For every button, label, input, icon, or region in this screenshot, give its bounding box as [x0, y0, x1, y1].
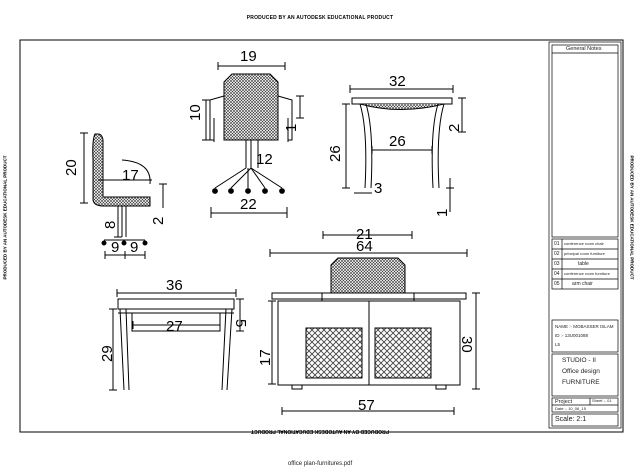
dimension-labels: 19 10 1 12 22 20 17 8 2 9 9 32 26 26 2 3…	[63, 48, 475, 414]
dim-conf-top: 64	[356, 238, 373, 255]
office-design-label: Office design	[562, 368, 600, 375]
dim-side-chair-height: 20	[63, 159, 80, 176]
legend-num-3: 03	[554, 261, 560, 267]
student-name: NAME :- MOBASSER ISLAM	[555, 324, 614, 329]
legend-text-3: table	[578, 261, 589, 267]
dim-side-chair-base-right: 9	[130, 239, 138, 256]
dim-side-chair-leg: 8	[102, 221, 119, 229]
legend-num-4: 04	[554, 271, 560, 277]
dim-table-foot: 3	[374, 180, 382, 197]
legend-num-2: 02	[554, 251, 560, 257]
dim-conf-height: 30	[458, 336, 475, 353]
watermark-top: PRODUCED BY AN AUTODESK EDUCATIONAL PROD…	[246, 15, 394, 21]
dim-side-chair-seat: 17	[122, 167, 139, 184]
dim-table-height: 26	[327, 145, 344, 162]
file-caption: office plan-furnitures.pdf	[287, 461, 353, 467]
dim-desk-drawer: 27	[166, 318, 183, 335]
general-notes-title: General Notes	[566, 46, 602, 52]
legend-text-2: principal room furniture	[564, 251, 605, 256]
dim-conf-base: 57	[358, 397, 375, 414]
title-block	[548, 41, 622, 429]
desk-drawing	[109, 289, 244, 391]
arm-chair-drawing	[202, 62, 304, 218]
side-chair-drawing	[80, 132, 167, 259]
legend-text-5: arm chair	[572, 281, 593, 287]
furniture-label: FURNITURE	[562, 379, 600, 386]
date-label: Date :- 10_06_15	[555, 406, 586, 411]
dim-desk-thick: 5	[232, 319, 249, 327]
dim-desk-width: 36	[166, 277, 183, 294]
dim-table-foot-h: 1	[434, 209, 451, 217]
dim-side-chair-base-left: 9	[111, 239, 119, 256]
legend-text-1: conference room chair	[564, 241, 604, 246]
dim-arm-chair-stem: 12	[256, 151, 273, 168]
sheet-label: Sheet :- 01	[592, 398, 612, 403]
conference-furniture-drawing	[268, 231, 480, 415]
dim-desk-height: 29	[99, 345, 116, 362]
dim-arm-chair-base: 22	[240, 196, 257, 213]
sheet-border	[19, 39, 624, 433]
project-label: Project	[555, 399, 573, 405]
studio-label: STUDIO - II	[562, 357, 596, 364]
dim-arm-chair-width: 19	[240, 48, 257, 65]
dim-conf-panel: 17	[257, 349, 274, 366]
student-id: ID :- 13U001088	[555, 333, 589, 338]
dim-table-leg-span: 26	[389, 133, 406, 150]
dim-side-chair-seat-h: 2	[150, 217, 167, 225]
scale-label: Scale: 2:1	[555, 416, 587, 423]
dim-table-top: 32	[389, 73, 406, 90]
legend-num-5: 05	[554, 281, 560, 287]
legend-num-1: 01	[554, 241, 560, 247]
student-level: L5	[555, 342, 561, 347]
dim-arm-chair-arm: 1	[283, 124, 300, 132]
legend-text-4: conference room furniture	[564, 271, 610, 276]
dim-table-thick: 2	[446, 124, 463, 132]
dim-arm-chair-back: 10	[187, 104, 204, 121]
dim-conf-chair: 21	[356, 226, 373, 243]
table-drawing	[342, 85, 466, 212]
